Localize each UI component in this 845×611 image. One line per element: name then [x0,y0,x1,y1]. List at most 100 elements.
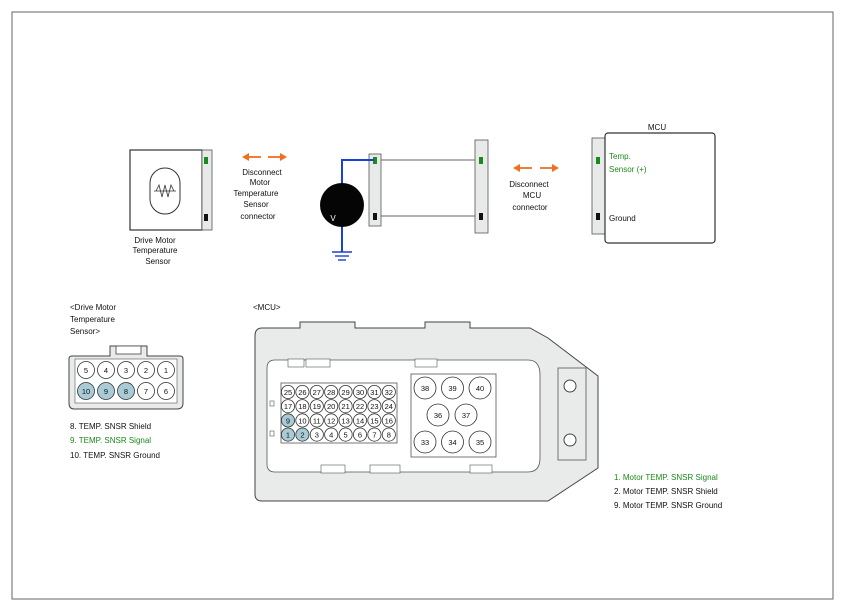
mcu-pin-4: 4 [324,427,339,442]
mcu-legend-1: 1. Motor TEMP. SNSR Signal [614,473,718,482]
sensor-pin-1-label: 1 [164,366,168,375]
mcu-pin-26-label: 26 [298,388,306,397]
mcu-pin-24: 24 [381,399,396,414]
sensor-pin-3: 3 [117,361,135,379]
mcu-pin-14-label: 14 [356,416,364,425]
mcu-pin-23-label: 23 [370,402,378,411]
disconnect-arrows-motor [242,153,287,161]
mcu-pin-6-label: 6 [358,431,362,440]
sensor-pin-8: 8 [117,382,135,400]
page-border [11,11,834,600]
mcu-temp-label-2: Sensor (+) [609,165,647,174]
mcu-pin-7-label: 7 [372,431,376,440]
mcu-pin-16-label: 16 [385,416,393,425]
sensor-pin-9: 9 [97,382,115,400]
mcu-pin-5: 5 [338,427,353,442]
mcu-block [591,132,716,244]
mcu-pin-12-label: 12 [327,416,335,425]
disconnect-motor-line-5: connector [240,212,275,221]
mcu-pin-11: 11 [309,413,324,428]
mcu-pin-1: 1 [280,427,295,442]
sensor-pin-2: 2 [137,361,155,379]
mcu-pin-2-label: 2 [300,431,304,440]
mcu-pin-13: 13 [338,413,353,428]
mcu-pin-23: 23 [367,399,382,414]
mcu-pin-33-label: 33 [421,438,429,447]
mcu-pin-15-label: 15 [370,416,378,425]
mcu-pin-37-label: 37 [462,411,470,420]
sensor-pin-4: 4 [97,361,115,379]
mcu-pin-35-label: 35 [476,438,484,447]
mcu-title: MCU [648,123,666,132]
mcu-pin-25-label: 25 [284,388,292,397]
disconnect-arrows-mcu [513,164,559,172]
mcu-pin-9: 9 [280,413,295,428]
mcu-pin-12: 12 [324,413,339,428]
sensor-connector-heading-1: <Drive Motor [70,303,116,312]
ground-icon [332,251,352,261]
mcu-pin-35: 35 [468,430,492,454]
sensor-pin-3-label: 3 [124,366,128,375]
harness-connector-left [368,153,382,227]
voltmeter-probes [341,159,374,252]
mcu-pin-2: 2 [295,427,310,442]
sensor-label-1: Drive Motor [134,236,176,245]
mcu-pin-39-label: 39 [448,384,456,393]
sensor-pin-5: 5 [77,361,95,379]
sensor-label-3: Sensor [145,257,171,266]
mcu-pin-34-label: 34 [448,438,456,447]
mcu-connector-heading: <MCU> [253,303,281,312]
mcu-pin-36: 36 [426,403,450,427]
sensor-pin-2-label: 2 [144,366,148,375]
mcu-pin-10-label: 10 [298,416,306,425]
mcu-pin-10: 10 [295,413,310,428]
harness-connector-right [474,139,489,234]
mcu-pin-38: 38 [413,376,437,400]
mcu-pin-19-label: 19 [313,402,321,411]
mcu-pin-40-label: 40 [476,384,484,393]
mcu-legend-3: 9. Motor TEMP. SNSR Ground [614,501,722,510]
mcu-pin-20-label: 20 [327,402,335,411]
sensor-legend-2: 9. TEMP. SNSR Signal [70,436,151,445]
mcu-pin-22-label: 22 [356,402,364,411]
mcu-pin-19: 19 [309,399,324,414]
mcu-pin-5-label: 5 [344,431,348,440]
disconnect-motor-line-3: Temperature [234,189,279,198]
sensor-pin-7-label: 7 [144,387,148,396]
sensor-pin-6: 6 [157,382,175,400]
voltmeter-icon [320,183,364,227]
sensor-connector-heading-3: Sensor> [70,327,100,336]
mcu-pin-27: 27 [309,384,324,399]
mcu-pin-20: 20 [324,399,339,414]
mcu-pin-29-label: 29 [341,388,349,397]
thermistor-icon [149,167,181,215]
mcu-pin-25: 25 [280,384,295,399]
sensor-pin-9-label: 9 [104,387,108,396]
mcu-pin-6: 6 [352,427,367,442]
mcu-pin-18-label: 18 [298,402,306,411]
mcu-pin-7: 7 [367,427,382,442]
mcu-pin-30: 30 [352,384,367,399]
sensor-pin-ground [204,214,208,221]
mcu-pin-24-label: 24 [385,402,393,411]
mcu-ground-label: Ground [609,214,636,223]
mcu-pin-28: 28 [324,384,339,399]
mcu-temp-label-1: Temp. [609,152,631,161]
mcu-pin-11-label: 11 [313,416,321,425]
mcu-pin-17: 17 [280,399,295,414]
mcu-pin-39: 39 [441,376,464,400]
disconnect-mcu-line-2: MCU [523,191,541,200]
mcu-pin-29: 29 [338,384,353,399]
mcu-pin-26: 26 [295,384,310,399]
mcu-pin-21: 21 [338,399,353,414]
disconnect-motor-line-1: Disconnect [242,168,282,177]
sensor-pin-1: 1 [157,361,175,379]
sensor-connector-heading-2: Temperature [70,315,115,324]
mcu-pin-15: 15 [367,413,382,428]
mcu-pin-36-label: 36 [434,411,442,420]
disconnect-mcu-line-1: Disconnect [509,180,549,189]
mcu-connector-large-pins: 38 39 40 36 37 33 34 35 [413,376,492,454]
sensor-legend-1: 8. TEMP. SNSR Shield [70,422,151,431]
